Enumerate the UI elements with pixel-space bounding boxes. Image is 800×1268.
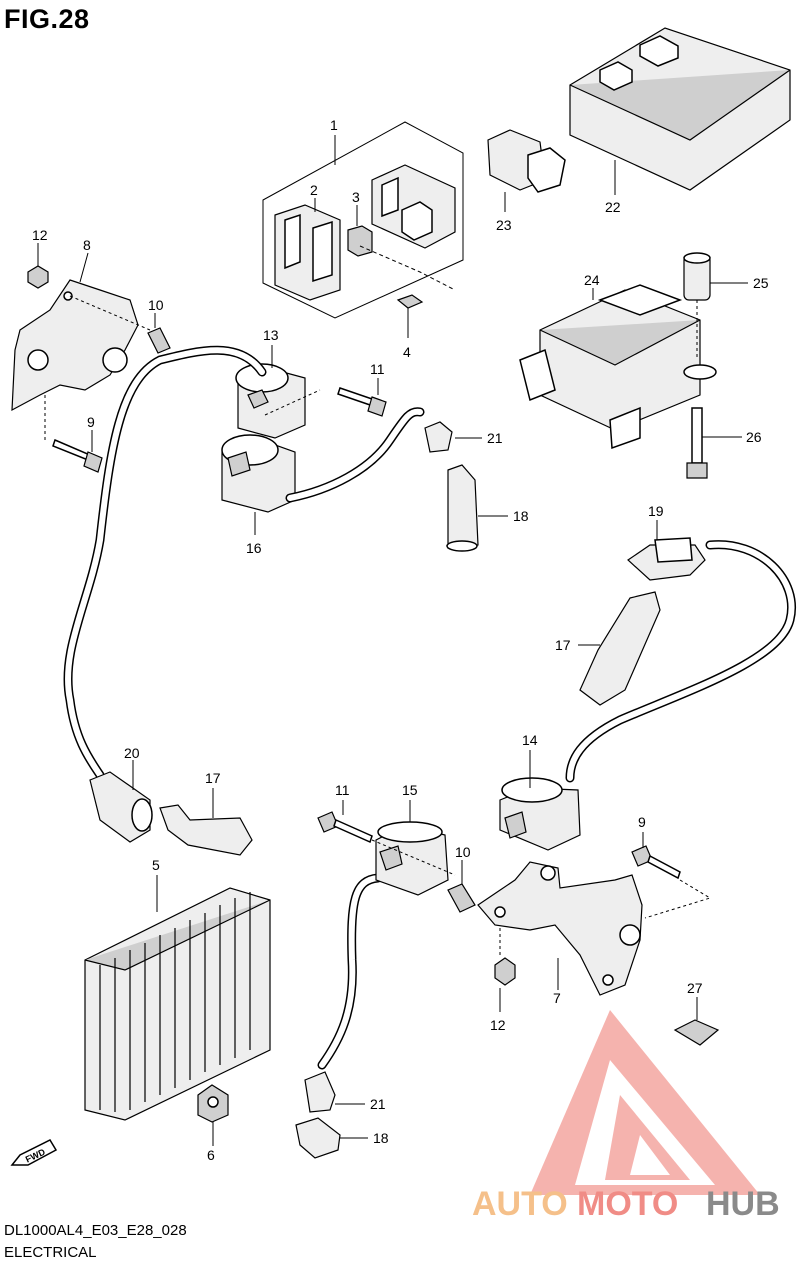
callout-21b: 21 <box>370 1096 386 1112</box>
figure-title: FIG.28 <box>4 4 90 34</box>
ignition-coil-13 <box>235 345 321 439</box>
ignition-coil-15 <box>375 800 449 896</box>
grommet-19 <box>627 520 706 581</box>
callout-3: 3 <box>352 189 360 205</box>
plug-cap-17-right <box>578 591 661 706</box>
ignition-coil-14 <box>499 750 581 851</box>
diagram-code: DL1000AL4_E03_E28_028 <box>4 1222 187 1239</box>
callout-22: 22 <box>605 199 621 215</box>
ecu-module <box>569 27 791 195</box>
nut-6 <box>197 1084 229 1146</box>
callout-15: 15 <box>402 782 418 798</box>
callout-18a: 18 <box>513 508 529 524</box>
callout-23: 23 <box>496 217 512 233</box>
control-unit-24 <box>519 284 701 450</box>
coupler-23 <box>487 129 566 212</box>
pad-27 <box>673 997 720 1046</box>
nut-12-lower <box>494 928 516 1012</box>
bracket-8 <box>11 243 171 473</box>
callout-25: 25 <box>753 275 769 291</box>
callout-14: 14 <box>522 732 538 748</box>
bracket-7 <box>477 861 643 996</box>
callout-11b: 11 <box>335 782 350 798</box>
callout-4: 4 <box>403 344 411 360</box>
callout-10b: 10 <box>455 844 471 860</box>
callout-21a: 21 <box>487 430 503 446</box>
callout-5: 5 <box>152 857 160 873</box>
callout-11a: 11 <box>370 361 385 377</box>
callout-labels: 1 2 3 4 22 23 12 8 10 9 13 11 21 18 16 2… <box>32 117 769 1163</box>
callout-2: 2 <box>310 182 318 198</box>
spacer-10-lower <box>447 860 476 913</box>
cushion-25 <box>683 252 748 380</box>
bolt-11-lower <box>317 800 456 876</box>
callout-7: 7 <box>553 990 561 1006</box>
callout-1: 1 <box>330 117 338 133</box>
callout-12b: 12 <box>490 1017 506 1033</box>
bolt-26 <box>686 407 742 479</box>
ignition-coil-16 <box>221 434 296 535</box>
ht-cords <box>63 345 796 1070</box>
fwd-arrow-icon: FWD <box>10 1139 58 1166</box>
callout-10a: 10 <box>148 297 164 313</box>
callout-8: 8 <box>83 237 91 253</box>
plug-cap-20 <box>89 760 153 843</box>
callout-24: 24 <box>584 272 600 288</box>
callout-17b: 17 <box>205 770 221 786</box>
relay-box-group <box>262 121 464 338</box>
watermark-text: AUTO MOTO HUB <box>472 1185 780 1223</box>
watermark-moto: MOTO <box>577 1185 678 1223</box>
cap-21-lower <box>304 1071 365 1113</box>
plug-cap-17-left <box>159 788 253 856</box>
callout-27: 27 <box>687 980 703 996</box>
callout-17a: 17 <box>555 637 571 653</box>
plug-cap-18-upper <box>446 464 508 552</box>
watermark-auto: AUTO <box>472 1185 568 1223</box>
cap-21-upper <box>424 421 482 453</box>
regulator-5 <box>84 875 271 1121</box>
callout-16: 16 <box>246 540 262 556</box>
bolt-9-lower <box>631 832 712 919</box>
callout-9b: 9 <box>638 814 646 830</box>
callout-9a: 9 <box>87 414 95 430</box>
callout-12a: 12 <box>32 227 48 243</box>
watermark-logo <box>530 1010 760 1195</box>
callout-19: 19 <box>648 503 664 519</box>
bolt-11-upper <box>337 378 387 417</box>
callout-18b: 18 <box>373 1130 389 1146</box>
callout-26: 26 <box>746 429 762 445</box>
plug-cap-18-lower <box>295 1117 368 1159</box>
section-name: ELECTRICAL <box>4 1244 97 1261</box>
callout-20: 20 <box>124 745 140 761</box>
watermark-hub: HUB <box>706 1185 780 1223</box>
callout-13: 13 <box>263 327 279 343</box>
callout-6: 6 <box>207 1147 215 1163</box>
